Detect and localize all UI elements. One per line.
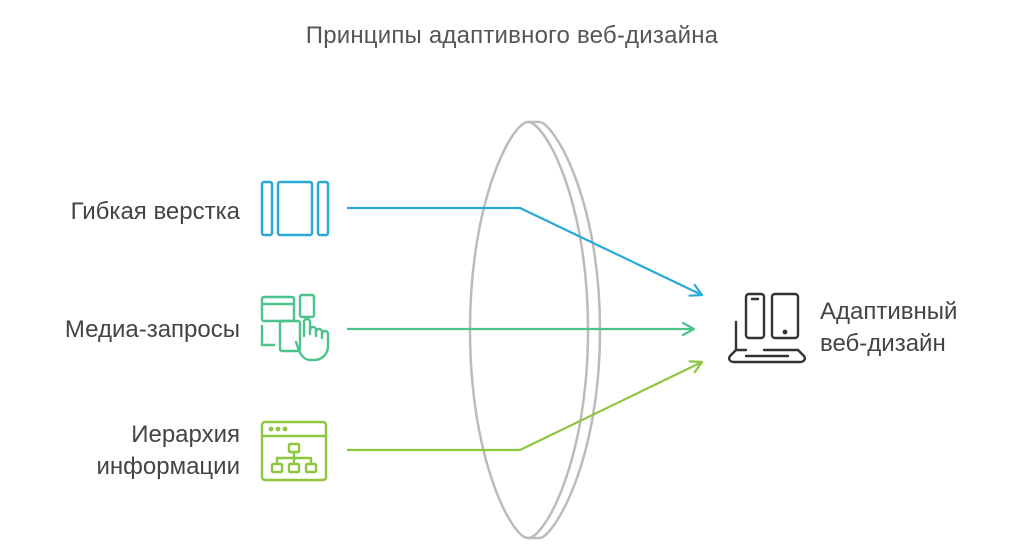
connector-flexible-layout [347, 206, 702, 295]
media-queries-icon [260, 293, 330, 362]
responsive-devices-icon [728, 292, 806, 364]
label-line: Адаптивный [820, 298, 958, 325]
lens-front-ellipse [468, 120, 590, 540]
information-hierarchy-icon [260, 420, 328, 482]
input-label-information-hierarchy: Иерархия информации [96, 419, 240, 483]
output-label-responsive-design: Адаптивный веб-дизайн [820, 296, 957, 360]
input-label-media-queries: Медиа-запросы [65, 314, 240, 346]
label-line: веб-дизайн [820, 330, 946, 357]
connector-information-hierarchy [347, 362, 702, 452]
label-line: Иерархия [131, 421, 240, 448]
diagram-title: Принципы адаптивного веб-дизайна [305, 22, 719, 49]
label-line: информации [96, 453, 240, 480]
flexible-layout-icon [260, 180, 330, 237]
label-line: Гибкая верстка [70, 198, 240, 225]
label-line: Медиа-запросы [64, 316, 240, 343]
input-label-flexible-layout: Гибкая верстка [71, 196, 240, 228]
